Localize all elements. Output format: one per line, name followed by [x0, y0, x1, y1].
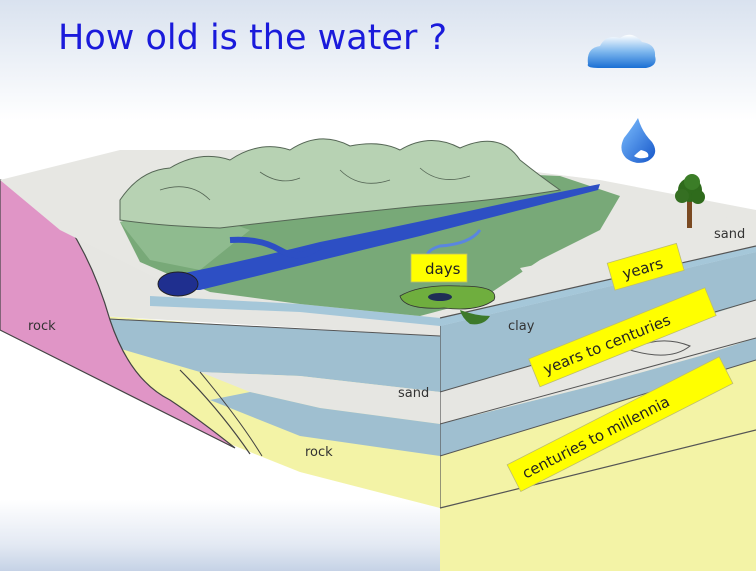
- tree-icon: [675, 174, 705, 228]
- tag-days-text: days: [425, 260, 461, 278]
- label-sand-top: sand: [714, 227, 745, 242]
- label-rock-left: rock: [28, 319, 56, 334]
- label-rock-bottom: rock: [305, 445, 333, 460]
- tag-days: days: [410, 253, 468, 283]
- page-title: How old is the water ?: [58, 18, 448, 58]
- label-clay: clay: [508, 319, 535, 334]
- water-drop-icon: [621, 118, 656, 163]
- river: [157, 184, 600, 297]
- hills: [119, 138, 562, 229]
- label-sand-middle: sand: [398, 386, 429, 401]
- wetland: [399, 285, 496, 325]
- tag-years: years: [606, 242, 685, 291]
- cloud-icon: [587, 34, 656, 68]
